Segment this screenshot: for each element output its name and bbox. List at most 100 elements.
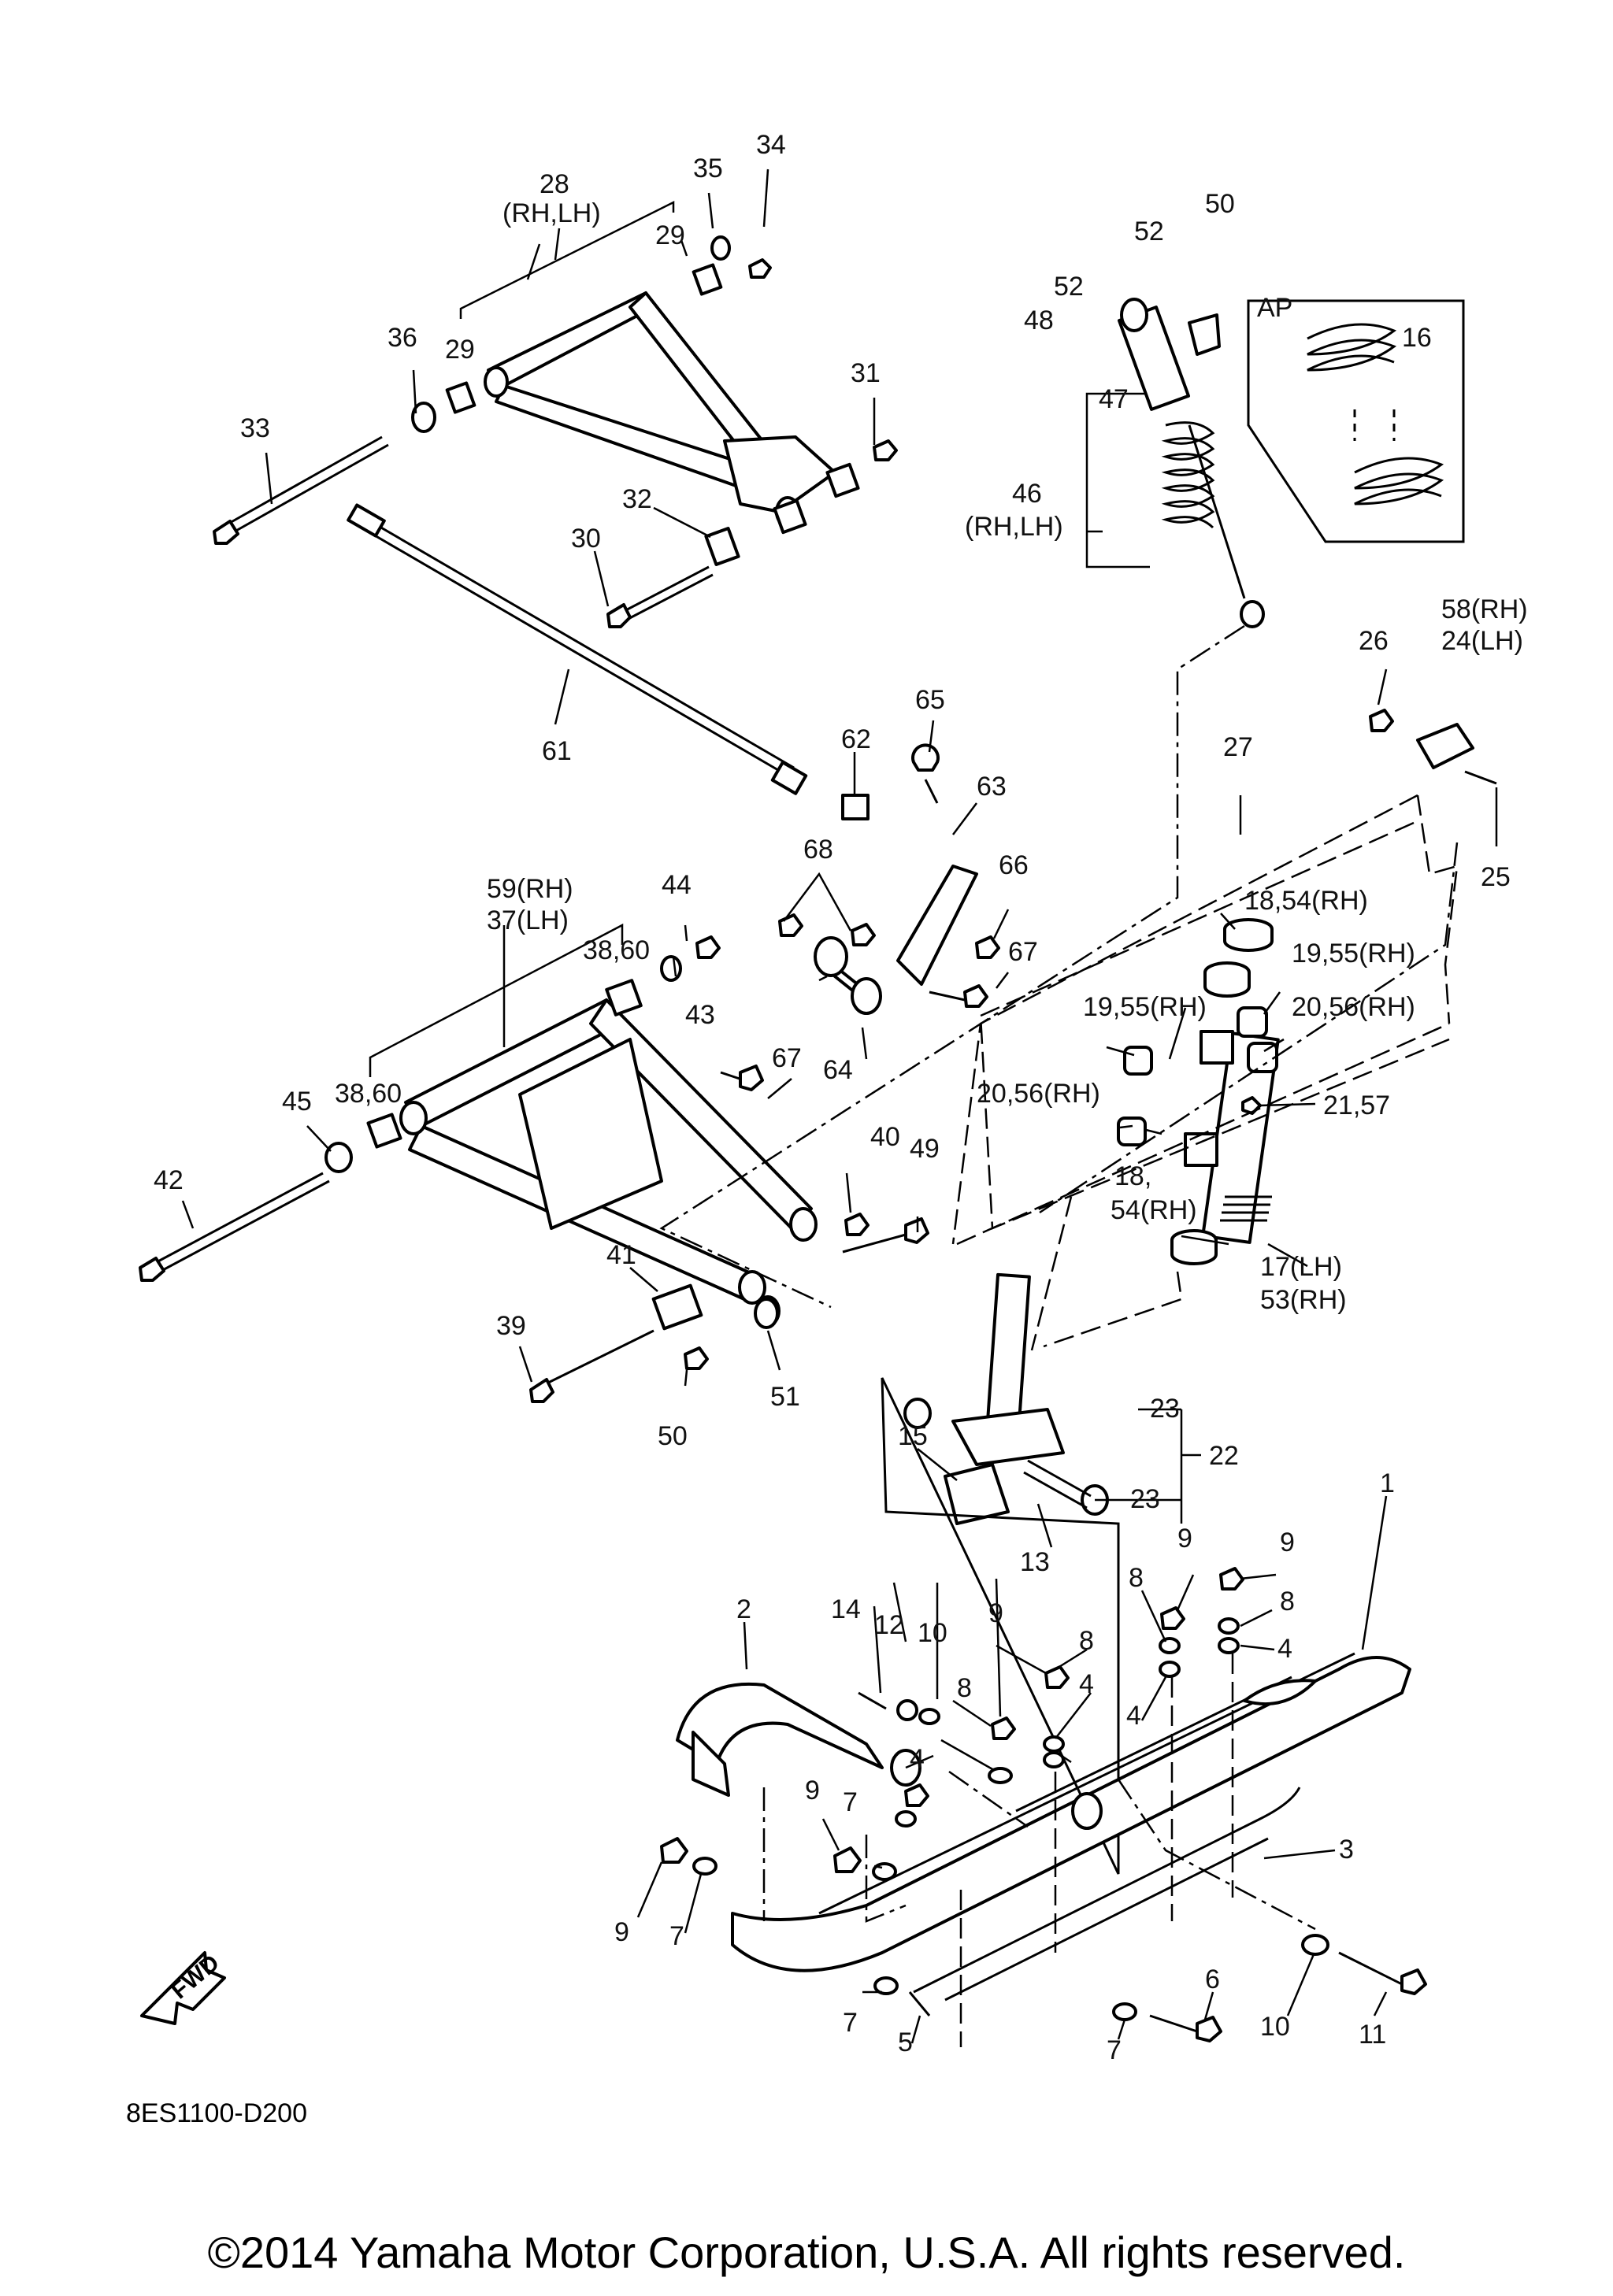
callout-17-lh: 17(LH) [1260,1252,1342,1282]
callout-44: 44 [662,870,692,900]
spring-ap-box [1247,299,1465,543]
stabilizer-bar [347,503,870,820]
callout-29: 29 [655,220,685,250]
callout-8: 8 [1280,1587,1295,1616]
callout-11: 11 [1359,2020,1386,2050]
lower-a-arm [139,935,929,1403]
callout-61: 61 [542,736,572,766]
callout-9: 9 [614,1917,629,1947]
ap-label: AP [1257,293,1292,323]
callout-54-rh: 54(RH) [1111,1195,1197,1225]
callout-12: 12 [874,1610,904,1640]
callout-21-57: 21,57 [1323,1091,1390,1120]
callout-42: 42 [154,1165,184,1195]
callout-15: 15 [898,1421,928,1451]
callout-35: 35 [693,154,723,183]
callout-67: 67 [1008,937,1038,967]
callout-18: 18, [1114,1161,1151,1191]
callout-9: 9 [988,1598,1003,1628]
callout-43: 43 [685,1000,715,1030]
callout-25: 25 [1481,862,1511,892]
callout-1: 1 [1380,1468,1395,1498]
callout-8: 8 [1129,1563,1144,1593]
callout-41: 41 [606,1240,636,1270]
callout-9: 9 [805,1776,820,1805]
callout-39: 39 [496,1311,526,1341]
callout-62: 62 [841,724,871,754]
callout-45: 45 [282,1087,312,1117]
callout-37-lh: 37(LH) [487,905,569,935]
callout-19-55-rh: 19,55(RH) [1292,939,1415,968]
callout-53-rh: 53(RH) [1260,1285,1347,1315]
callout-9: 9 [1177,1524,1192,1554]
callout-30: 30 [571,524,601,554]
callout-4: 4 [1079,1669,1094,1699]
callout-67: 67 [772,1043,802,1073]
callout-8: 8 [1079,1626,1094,1656]
callout-52: 52 [1054,272,1084,302]
callout-4: 4 [1277,1634,1292,1664]
callout-66: 66 [999,850,1029,880]
callout-32: 32 [622,484,652,514]
callout-27: 27 [1223,732,1253,762]
callout-6: 6 [1205,1965,1220,1994]
callout-38-60: 38,60 [583,935,650,965]
copyright-notice: ©2014 Yamaha Motor Corporation, U.S.A. A… [208,2227,1406,2277]
callout-28-rh-lh: (RH,LH) [502,198,601,228]
callout-20-56-rh: 20,56(RH) [1292,992,1415,1022]
callout-13: 13 [1020,1547,1050,1577]
callout-26: 26 [1359,626,1389,656]
callout-46: 46 [1012,479,1042,509]
callout-40: 40 [870,1122,900,1152]
callout-7: 7 [843,1787,858,1817]
callout-31: 31 [851,358,881,388]
callout-22: 22 [1209,1441,1239,1471]
callout-7: 7 [669,1921,684,1951]
callout-52: 52 [1134,217,1164,246]
callout-7: 7 [1107,2035,1122,2065]
callout-59-rh: 59(RH) [487,874,573,904]
callout-47: 47 [1099,384,1129,414]
callout-19-55-rh: 19,55(RH) [1083,992,1207,1022]
callout-4: 4 [910,1744,925,1774]
steering-knuckle [1117,709,1497,1265]
upper-a-arm [213,235,898,628]
callout-7: 7 [843,2008,858,2038]
callout-36: 36 [387,323,417,353]
callout-49: 49 [910,1134,940,1164]
callout-58-rh: 58(RH) [1441,594,1528,624]
callout-2: 2 [736,1594,751,1624]
callout-24-lh: 24(LH) [1441,626,1523,656]
callout-9: 9 [1280,1528,1295,1557]
callout-51: 51 [770,1382,800,1412]
callout-5: 5 [898,2028,913,2057]
callout-48: 48 [1024,306,1054,335]
link-assembly [778,743,1000,1015]
callout-38-60: 38,60 [335,1079,402,1109]
callout-8: 8 [957,1673,972,1703]
callout-3: 3 [1339,1835,1354,1865]
callout-10: 10 [918,1618,947,1648]
callout-29: 29 [445,335,475,365]
callout-65: 65 [915,685,945,715]
callout-10: 10 [1260,2012,1290,2042]
callout-33: 33 [240,413,270,443]
ski [676,1652,1411,2002]
guide-lines [659,624,1459,2047]
callout-68: 68 [803,835,833,865]
callout-50: 50 [658,1421,688,1451]
callout-50: 50 [1205,189,1235,219]
callout-28: 28 [540,169,569,199]
ski-hardware [660,1567,1427,2042]
callout-20-56-rh: 20,56(RH) [977,1079,1100,1109]
drawing-code: 8ES1100-D200 [126,2098,307,2128]
callout-34: 34 [756,130,786,160]
shock-absorber [1117,298,1265,628]
fwd-arrow-icon: FWD [140,1950,226,2025]
callout-64: 64 [823,1055,853,1085]
callout-23: 23 [1130,1484,1160,1514]
callout-23: 23 [1150,1394,1180,1424]
callout-63: 63 [977,772,1007,802]
callout-46-rh-lh: (RH,LH) [965,512,1063,542]
